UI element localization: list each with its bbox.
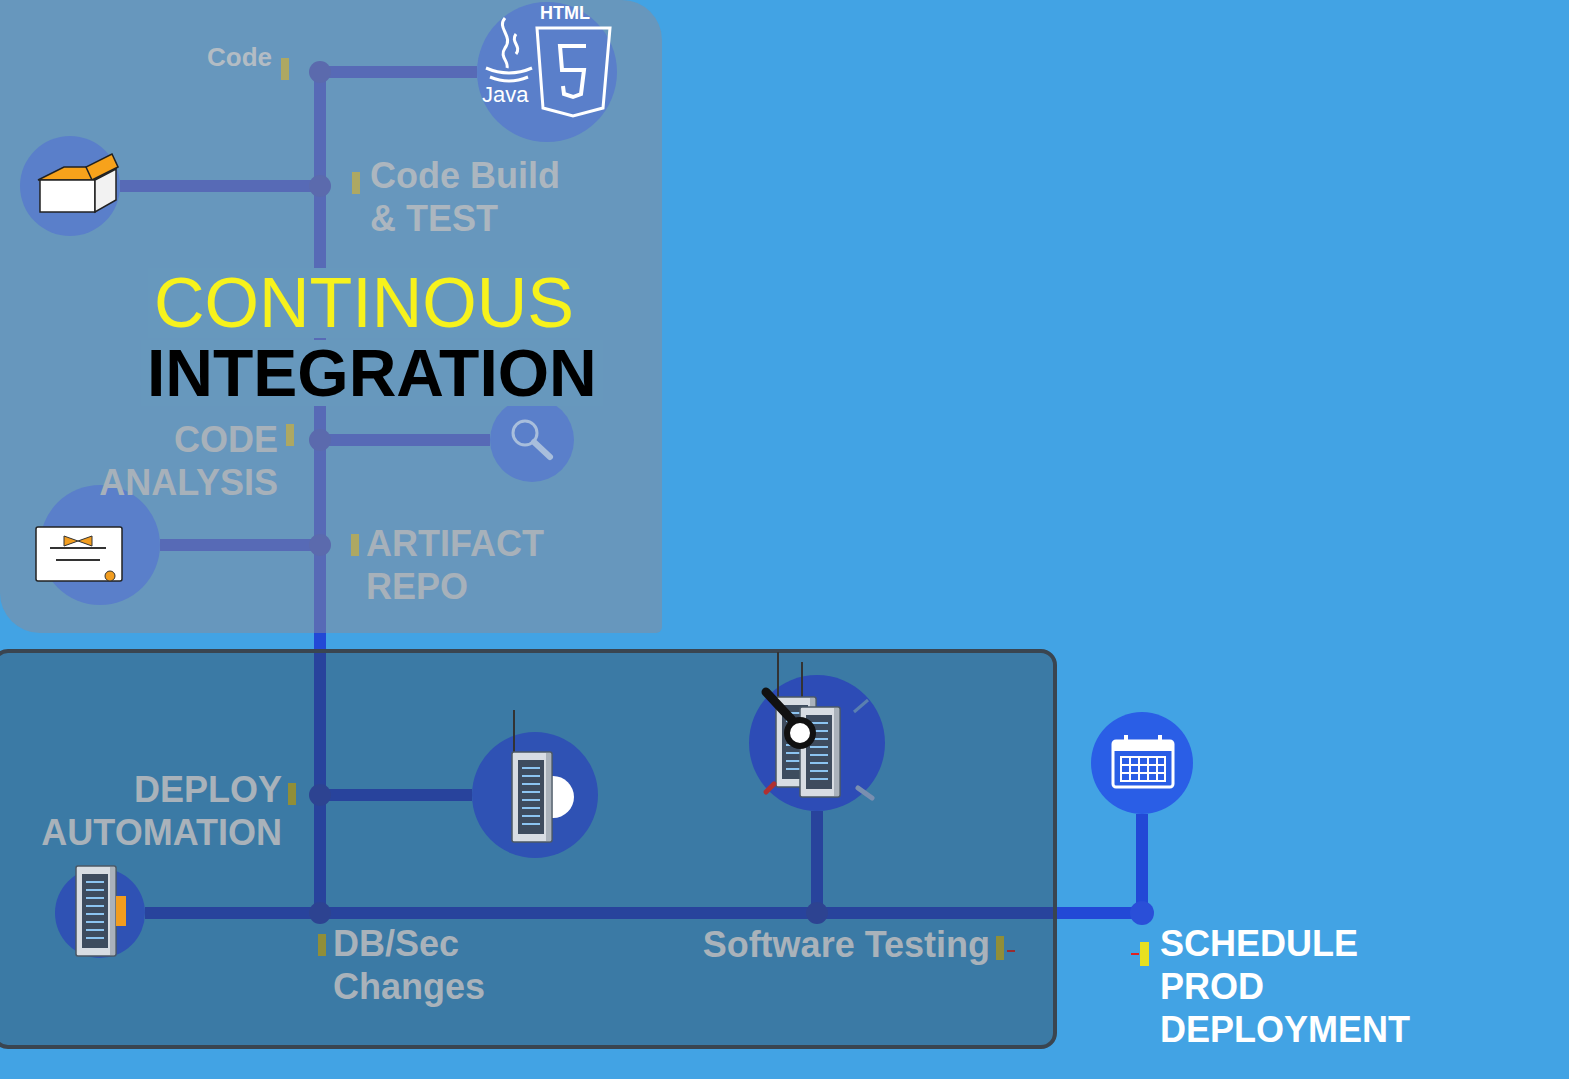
calendar-header — [1113, 741, 1173, 751]
text-slot: Software Testing — [630, 923, 990, 966]
logo-text: HTML — [540, 4, 590, 22]
calendar-frame — [1113, 741, 1173, 787]
db-disk — [116, 896, 126, 926]
junction-dot — [1130, 901, 1154, 925]
step-label: DB/Sec Changes — [333, 922, 538, 1008]
step-circle-outline — [1091, 712, 1193, 814]
java-steam — [502, 18, 507, 68]
key-handle — [766, 692, 792, 720]
step-label: Code — [176, 42, 272, 73]
html5-five — [560, 46, 586, 97]
step-label: Software Testing — [630, 923, 990, 966]
tool-tip — [766, 784, 774, 792]
text-slot: Java — [482, 84, 528, 106]
antenna — [513, 710, 515, 752]
box-side — [95, 169, 116, 212]
server-rack — [512, 752, 552, 842]
text-slot: Code — [176, 42, 272, 73]
section-title: CONTINOUS — [148, 268, 580, 338]
wrench — [854, 700, 868, 712]
step-circle — [1091, 712, 1193, 814]
certificate-lines — [50, 548, 106, 560]
java-cup — [486, 68, 532, 81]
certificate-sheet — [36, 527, 122, 581]
text-slot: Code Build & TEST — [370, 154, 585, 240]
step-marker — [1140, 942, 1149, 966]
plus-mark — [1131, 953, 1139, 955]
step-circle — [749, 675, 885, 811]
antenna — [777, 652, 779, 697]
text-slot: DEPLOY AUTOMATION — [8, 768, 282, 854]
text-slot: CONTINOUS — [148, 268, 580, 338]
text-slot: INTEGRATION — [141, 340, 603, 406]
step-label: SCHEDULE PROD DEPLOYMENT — [1160, 922, 1435, 1052]
text-slot: SCHEDULE PROD DEPLOYMENT — [1160, 922, 1435, 1052]
text-slot: ARTIFACT REPO — [366, 522, 586, 608]
certificate-bow — [64, 536, 92, 546]
step-circle — [20, 136, 120, 236]
magnifier-handle — [534, 442, 550, 457]
step-circle — [472, 732, 598, 858]
certificate-seal — [105, 571, 115, 581]
text-slot: HTML — [540, 4, 590, 22]
step-circle — [490, 398, 574, 482]
key-ring — [787, 720, 813, 746]
server-rack — [76, 866, 116, 956]
step-label: ARTIFACT REPO — [366, 522, 586, 608]
logo-text: Java — [482, 84, 528, 106]
step-circle — [477, 2, 617, 142]
step-label: Code Build & TEST — [370, 154, 585, 240]
box-front — [40, 180, 95, 212]
section-title: INTEGRATION — [141, 340, 603, 406]
text-slot: CODE ANALYSIS — [70, 418, 278, 504]
text-slot: DB/Sec Changes — [333, 922, 538, 1008]
deployment-panel — [0, 651, 1055, 1047]
calendar-grid — [1121, 757, 1165, 781]
java-steam — [514, 34, 517, 54]
calendar-rings — [1126, 735, 1160, 746]
wrench — [858, 788, 872, 798]
step-label: DEPLOY AUTOMATION — [8, 768, 282, 854]
step-label: CODE ANALYSIS — [70, 418, 278, 504]
html5-shield — [537, 28, 610, 116]
pipeline-step: SCHEDULE PROD DEPLOYMENT — [1091, 712, 1193, 814]
